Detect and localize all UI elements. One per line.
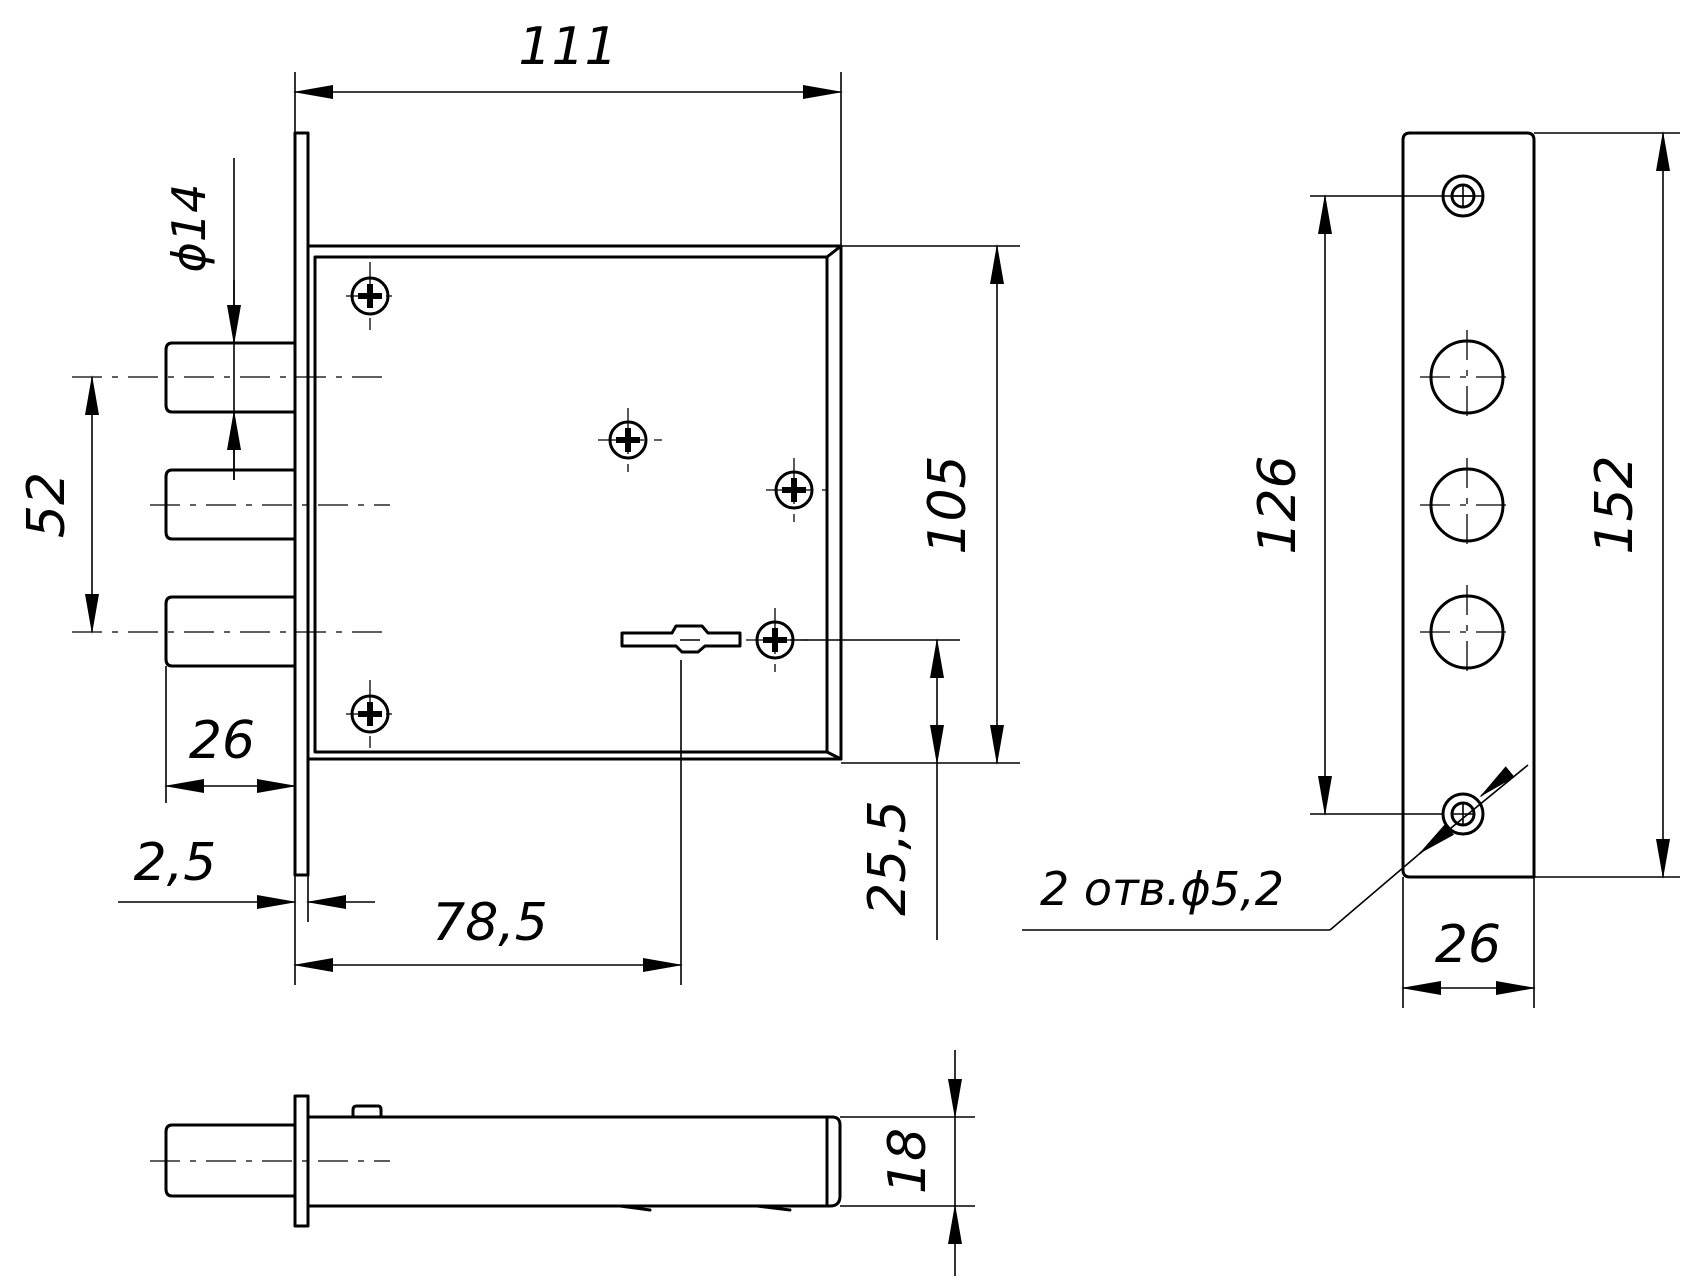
front-dimensions: 111 ϕ14 52 105 26 2,5 78,5 25,5 [17,17,1020,985]
bolt-top [164,341,297,414]
screw-icon [598,408,662,472]
dim-backset-label: 78,5 [432,893,548,953]
screw-icon [346,262,400,330]
dim-case-depth-label: 18 [878,1128,938,1194]
lock-case [306,244,843,761]
dim-faceplate-thickness-label: 2,5 [134,833,217,893]
screw-icon [766,458,828,522]
front-view [72,131,843,877]
faceplate [1401,131,1536,879]
lock-case-side [306,1115,842,1208]
faceplate-dimensions: 126 152 2 отв.ϕ5,2 26 [1022,131,1680,1008]
dim-hole-spacing-label: 126 [1248,455,1308,554]
lock-case-inner [313,255,829,754]
mounting-hole-icon [1441,792,1485,836]
faceplate-front [293,131,310,877]
dim-width-label: 111 [518,17,617,77]
dim-faceplate-width-label: 26 [1435,915,1501,975]
dim-bolt-diameter-label: ϕ14 [162,184,216,273]
dim-case-height-label: 105 [918,455,978,554]
faceplate-view [1401,131,1536,879]
bolt-bottom [164,595,297,668]
dim-bolt-spacing-label: 52 [17,472,77,538]
bolt-hole-icon [1420,458,1514,552]
dim-keyhole-offset-label: 25,5 [858,800,918,916]
side-view [150,1094,842,1228]
screw-icon [746,608,808,672]
bolt-hole-icon [1420,585,1514,679]
screw-icon [346,680,400,748]
side-dimensions: 18 [840,1050,975,1276]
keyhole-icon [620,624,742,654]
dim-faceplate-length-label: 152 [1585,455,1645,554]
dim-bolt-length-label: 26 [189,711,255,771]
holes-note-label: 2 отв.ϕ5,2 [1040,862,1284,916]
bolt-hole-icon [1420,330,1514,424]
